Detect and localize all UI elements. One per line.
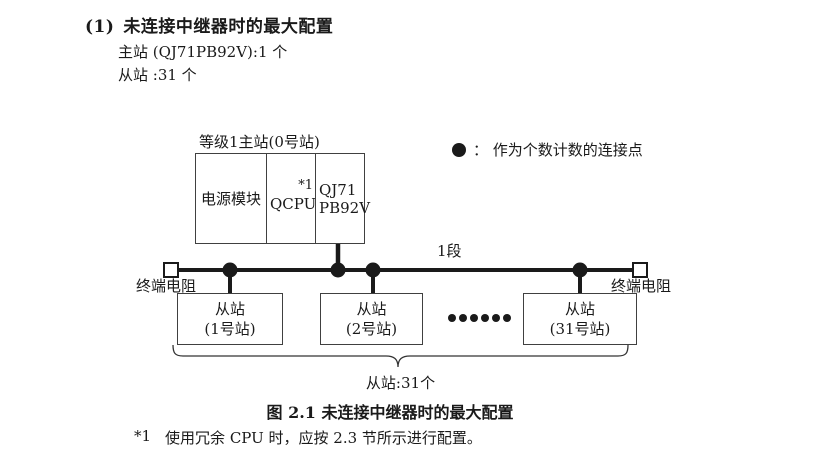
ellipsis-dots-icon — [448, 314, 511, 322]
connection-dot-icon — [452, 142, 466, 157]
figure-caption: 图 2.1 未连接中继器时的最大配置 — [266, 403, 514, 422]
terminator-label-right: 终端电阻 — [611, 277, 672, 295]
connection-dot-slave31 — [572, 262, 588, 278]
slave-station-box-1: 从站 (1号站) — [177, 293, 283, 345]
slave2-label-line1: 从站 — [356, 300, 387, 318]
brace-icon — [172, 344, 629, 368]
qcpu-cell: *1 QCPU — [266, 154, 317, 243]
qj71-label-line1: QJ71 — [319, 180, 357, 199]
qj71pb92v-cell: QJ71 PB92V — [315, 154, 371, 243]
slave-station-box-2: 从站 (2号站) — [320, 293, 423, 345]
master-station-label: 等级1主站(0号站) — [199, 133, 320, 151]
slave31-label-line2: (31号站) — [549, 320, 611, 338]
legend-label: ： 作为个数计数的连接点 — [473, 141, 643, 159]
section-title: 未连接中继器时的最大配置 — [123, 17, 334, 37]
slave1-label-line1: 从站 — [214, 300, 245, 318]
footnote-marker: *1 — [134, 427, 152, 445]
segment-label: 1段 — [437, 242, 462, 260]
footnote: *1 使用冗余 CPU 时，应按 2.3 节所示进行配置。 — [134, 427, 482, 448]
connection-dot-master — [330, 262, 346, 278]
slave-station-box-31: 从站 (31号站) — [523, 293, 637, 345]
brace-total-label: 从站:31个 — [365, 374, 436, 392]
master-station-box: 电源模块 *1 QCPU QJ71 PB92V — [195, 153, 371, 244]
master-count-line: 主站 (QJ71PB92V):1 个 — [118, 43, 288, 61]
terminator-label-left: 终端电阻 — [136, 277, 197, 295]
power-module-cell: 电源模块 — [196, 154, 266, 243]
footnote-text: 使用冗余 CPU 时，应按 2.3 节所示进行配置。 — [165, 429, 482, 447]
section-number: (1) — [85, 17, 115, 37]
section-heading: (1) 未连接中继器时的最大配置 — [85, 12, 333, 37]
connection-dot-slave1 — [222, 262, 238, 278]
slave-count-line: 从站 :31 个 — [118, 66, 197, 84]
qj71-label-line2: PB92V — [319, 198, 371, 217]
slave31-label-line1: 从站 — [564, 300, 595, 318]
qcpu-label: QCPU — [270, 195, 317, 213]
slave1-label-line2: (1号站) — [204, 320, 256, 338]
connection-dot-slave2 — [365, 262, 381, 278]
power-module-label: 电源模块 — [200, 190, 261, 208]
slave2-label-line2: (2号站) — [345, 320, 398, 338]
legend: ： 作为个数计数的连接点 — [452, 139, 643, 160]
footnote-ref-marker: *1 — [298, 178, 313, 193]
